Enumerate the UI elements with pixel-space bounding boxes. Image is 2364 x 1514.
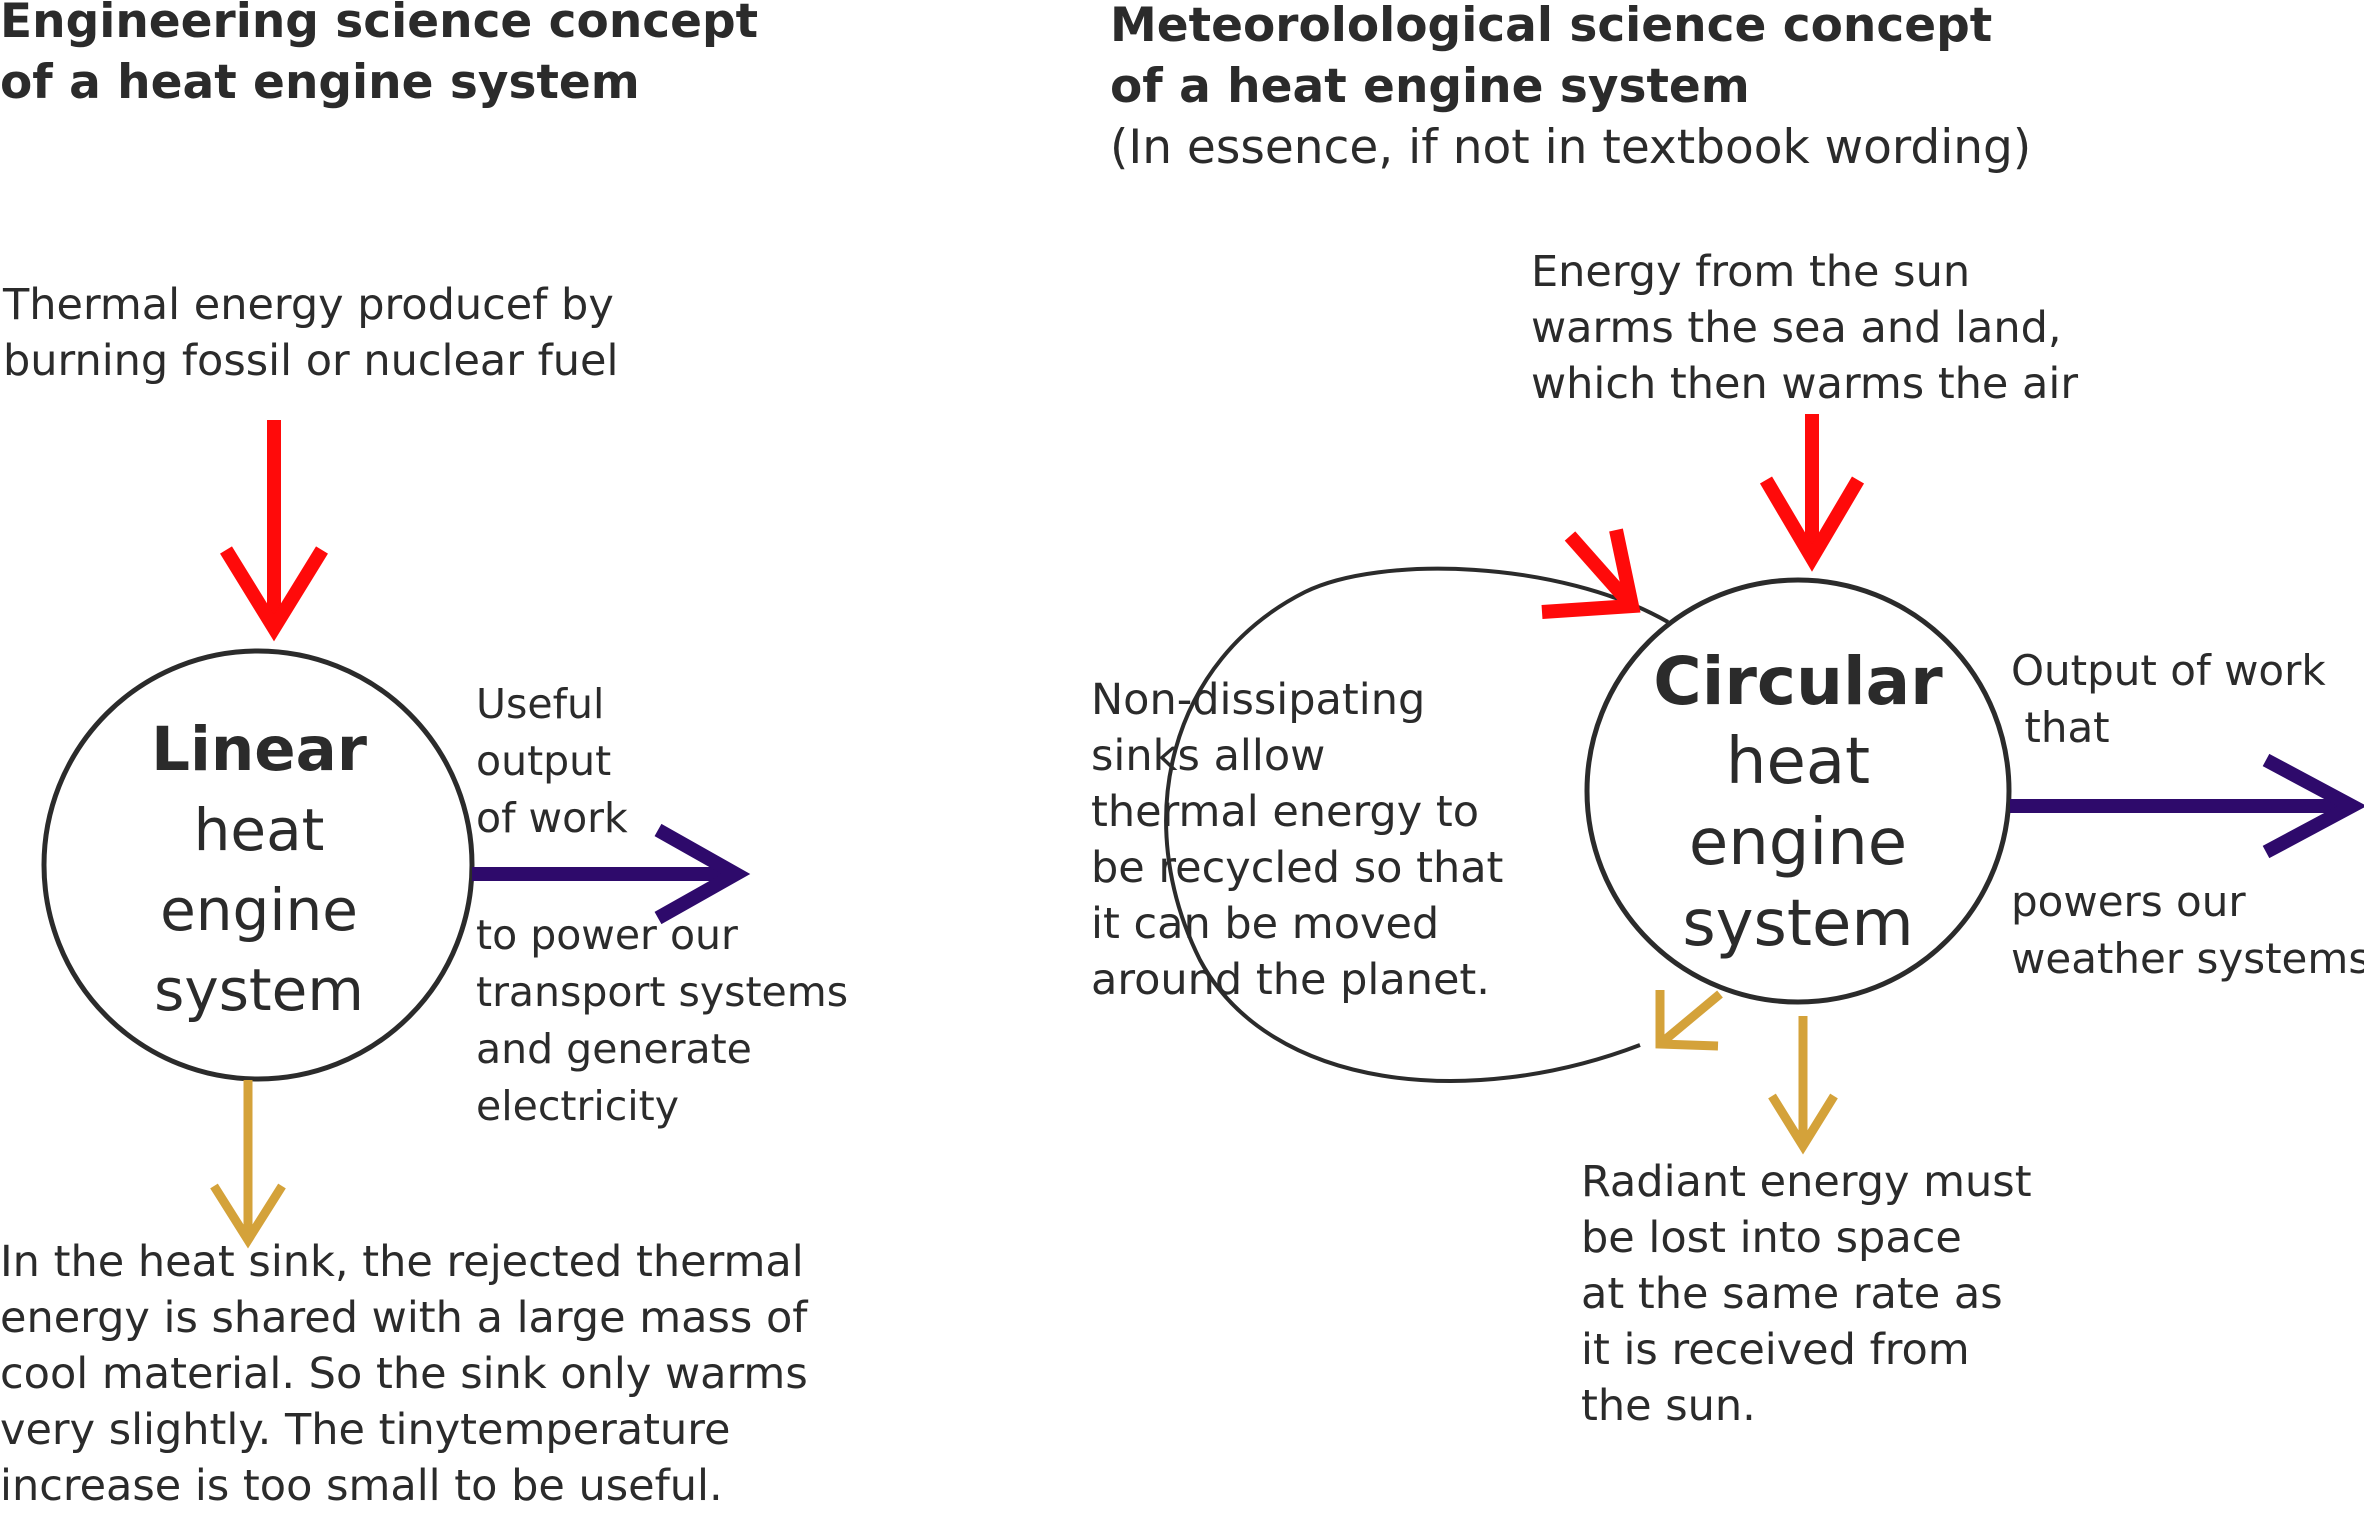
right-output-label-below: powers our weather systems	[2011, 873, 2364, 987]
right-output-line: that	[2011, 703, 2110, 752]
radiant-line: the sun.	[1581, 1381, 1756, 1431]
right-output-line: Output of work	[2011, 646, 2326, 695]
circular-word: Circular	[1653, 643, 1943, 720]
engine-word-heat: heat	[1725, 725, 1871, 799]
engine-word-system: system	[1682, 887, 1914, 961]
right-title-line: Meteorolological science concept	[1110, 0, 1993, 53]
recycle-line: Non-dissipating	[1091, 675, 1426, 725]
left-heat-loss-arrow	[210, 1080, 286, 1249]
left-output-label-below: to power our transport systems and gener…	[476, 907, 848, 1135]
left-heat-input-arrow	[220, 420, 328, 642]
left-sink-line: In the heat sink, the rejected thermal	[0, 1237, 804, 1287]
recycle-loop	[1164, 566, 1669, 1083]
recycle-heat-arrow	[1541, 528, 1641, 619]
left-output-line: to power our	[476, 911, 738, 959]
left-sink-line: increase is too small to be useful.	[0, 1461, 723, 1511]
radiant-line: be lost into space	[1581, 1213, 1962, 1263]
linear-word: Linear	[151, 714, 367, 785]
left-work-output-arrow	[472, 823, 751, 925]
left-title-line: Engineering science concept	[0, 0, 759, 49]
radiant-loss-arrow	[1768, 1016, 1838, 1155]
right-output-line: powers our	[2011, 877, 2246, 926]
right-output-line: weather systems	[2011, 934, 2364, 983]
recycle-line: around the planet.	[1091, 955, 1490, 1005]
right-heat-input-arrow	[1759, 414, 1865, 572]
right-input-label: Energy from the sun warms the sea and la…	[1531, 244, 2078, 412]
left-sink-line: energy is shared with a large mass of	[0, 1293, 808, 1343]
right-title: Meteorolological science concept of a he…	[1110, 0, 2031, 178]
engine-word-system: system	[154, 956, 364, 1024]
left-output-line: of work	[476, 794, 628, 842]
recycle-line: sinks allow	[1091, 731, 1326, 781]
recycle-label: Non-dissipating sinks allow thermal ener…	[1091, 672, 1503, 1008]
left-title-line: of a heat engine system	[0, 55, 640, 110]
recycle-line: thermal energy to	[1091, 787, 1480, 837]
recycle-loss-arrow	[1655, 990, 1723, 1051]
left-input-line: Thermal energy producef by	[3, 280, 614, 330]
linear-engine-circle	[41, 648, 475, 1082]
left-output-line: output	[476, 737, 612, 785]
right-input-line: warms the sea and land,	[1531, 303, 2062, 353]
radiant-label: Radiant energy must be lost into space a…	[1581, 1154, 2032, 1434]
engine-word-heat: heat	[193, 796, 325, 864]
left-output-label-above: Useful output of work	[476, 676, 628, 847]
circular-engine-circle	[1584, 577, 2012, 1005]
linear-engine-label: Linear heat engine system	[49, 710, 469, 1030]
engine-word-engine: engine	[160, 876, 358, 944]
left-sink-line: very slightly. The tinytemperature	[0, 1405, 731, 1455]
recycle-line: be recycled so that	[1091, 843, 1504, 893]
right-work-output-arrow	[2010, 753, 2364, 859]
radiant-line: Radiant energy must	[1581, 1157, 2032, 1207]
radiant-line: at the same rate as	[1581, 1269, 2003, 1319]
left-output-line: Useful	[476, 680, 605, 728]
right-input-line: which then warms the air	[1531, 359, 2079, 409]
left-input-label: Thermal energy producef by burning fossi…	[3, 277, 618, 389]
engine-word-engine: engine	[1688, 806, 1908, 880]
right-output-label-above: Output of work that	[2011, 642, 2326, 756]
left-output-line: electricity	[476, 1082, 679, 1130]
right-input-line: Energy from the sun	[1531, 247, 1971, 297]
radiant-line: it is received from	[1581, 1325, 1970, 1375]
right-subtitle: (In essence, if not in textbook wording)	[1110, 120, 2032, 175]
left-sink-label: In the heat sink, the rejected thermal e…	[0, 1234, 808, 1514]
left-input-line: burning fossil or nuclear fuel	[3, 336, 619, 386]
left-output-line: and generate	[476, 1025, 752, 1073]
left-output-line: transport systems	[476, 968, 849, 1016]
left-title: Engineering science concept of a heat en…	[0, 0, 758, 113]
left-sink-line: cool material. So the sink only warms	[0, 1349, 808, 1399]
right-title-line: of a heat engine system	[1110, 59, 1750, 114]
circular-engine-label: Circular heat engine system	[1588, 641, 2008, 965]
recycle-line: it can be moved	[1091, 899, 1440, 949]
